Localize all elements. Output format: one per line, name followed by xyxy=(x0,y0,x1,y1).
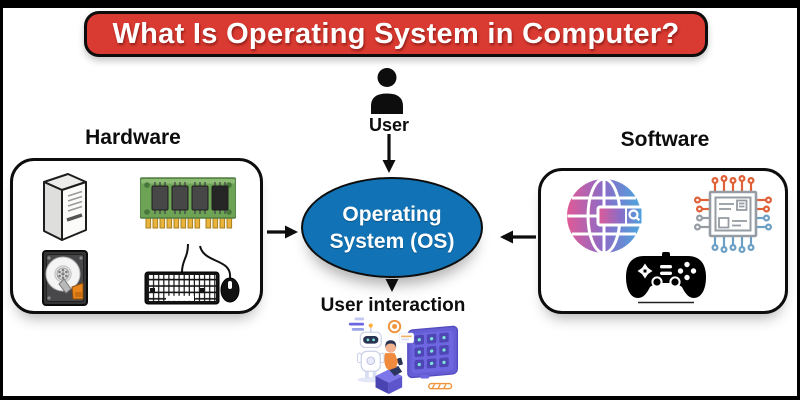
browser-globe-search-icon xyxy=(567,177,644,255)
hardware-label: Hardware xyxy=(85,126,181,149)
software-box xyxy=(538,168,788,314)
hardware-box xyxy=(10,158,263,314)
user-interaction-label: User interaction xyxy=(320,295,466,316)
software-label: Software xyxy=(620,128,710,151)
hard-disk-icon xyxy=(42,250,88,306)
user-label: User xyxy=(368,115,410,135)
computer-tower-icon xyxy=(43,173,87,241)
os-label-line1: Operating xyxy=(342,202,442,226)
os-ellipse: Operating System (OS) xyxy=(301,177,483,278)
circuit-chip-document-icon xyxy=(693,174,772,253)
user-interaction-illustration xyxy=(348,317,459,395)
page-title: What Is Operating System in Computer? xyxy=(112,17,680,50)
keyboard-mouse-icon xyxy=(144,243,240,305)
user-icon xyxy=(371,68,403,114)
title-banner: What Is Operating System in Computer? xyxy=(84,11,708,57)
game-controller-icon xyxy=(626,252,706,304)
os-label-line2: System (OS) xyxy=(329,229,455,253)
ram-memory-icon xyxy=(140,177,236,229)
